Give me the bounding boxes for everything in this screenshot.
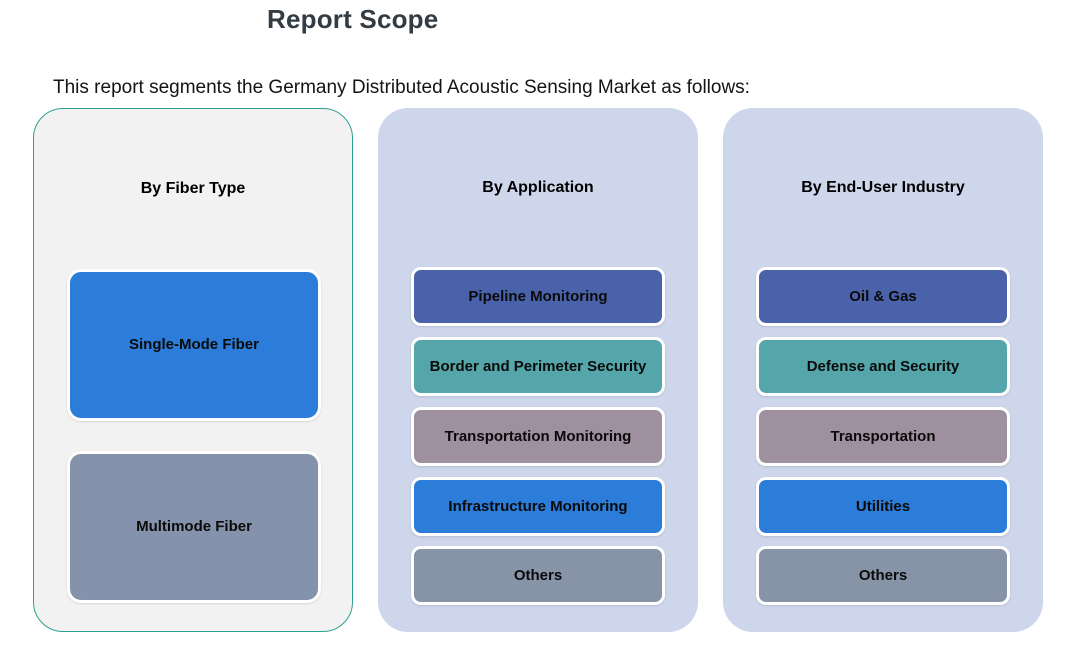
column-header: By Application [482, 179, 594, 196]
column-header: By Fiber Type [140, 180, 246, 197]
segment-box-single-mode-fiber: Single-Mode Fiber [67, 269, 321, 421]
segment-box-oil-gas: Oil & Gas [756, 267, 1010, 326]
segment-box-border-perimeter-security: Border and Perimeter Security [411, 337, 665, 396]
page-title: Report Scope [267, 4, 439, 34]
report-subtitle: This report segments the Germany Distrib… [53, 77, 750, 98]
segment-box-multimode-fiber: Multimode Fiber [67, 451, 321, 603]
segment-box-transportation: Transportation [756, 407, 1010, 466]
segment-box-transportation-monitoring: Transportation Monitoring [411, 407, 665, 466]
segment-box-defense-security: Defense and Security [756, 337, 1010, 396]
column-by-fiber-type: By Fiber Type Single-Mode Fiber Multimod… [33, 108, 353, 632]
segment-box-others-industry: Others [756, 546, 1010, 605]
column-header: By End-User Industry [801, 179, 965, 196]
segment-box-utilities: Utilities [756, 477, 1010, 536]
segment-box-others-application: Others [411, 546, 665, 605]
column-by-application: By Application Pipeline Monitoring Borde… [378, 108, 698, 632]
segment-box-infrastructure-monitoring: Infrastructure Monitoring [411, 477, 665, 536]
column-by-end-user-industry: By End-User Industry Oil & Gas Defense a… [723, 108, 1043, 632]
segment-box-pipeline-monitoring: Pipeline Monitoring [411, 267, 665, 326]
